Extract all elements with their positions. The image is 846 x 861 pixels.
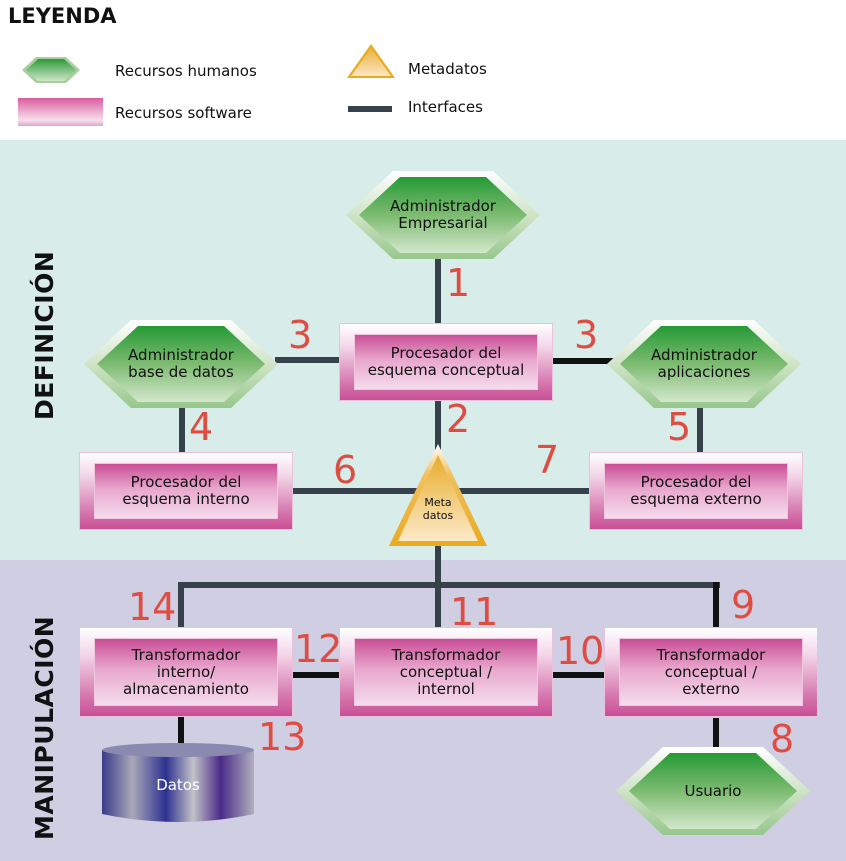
node-transformador-conceptual-externo[interactable]: Transformador conceptual / externo [605, 628, 817, 716]
interface-number-8: 8 [770, 717, 795, 761]
node-transformador-interno-almacenamiento[interactable]: Transformador interno/ almacenamiento [80, 628, 292, 716]
node-datos[interactable]: Datos [100, 742, 256, 826]
interface-line-3-left [275, 357, 345, 363]
database-icon [102, 743, 254, 822]
interface-number-5: 5 [667, 405, 692, 449]
node-label: Procesador del esquema interno [94, 463, 278, 519]
interface-line-9 [713, 582, 719, 632]
interface-line-5 [697, 408, 703, 454]
node-label: Transformador conceptual / internol [354, 638, 538, 706]
node-transformador-conceptual-interno[interactable]: Transformador conceptual / internol [340, 628, 552, 716]
interface-line-4 [179, 408, 185, 454]
interface-number-3-right: 3 [574, 313, 599, 357]
node-administrador-base-de-datos[interactable]: Administrador base de datos [83, 319, 279, 409]
interface-line-12 [290, 672, 345, 678]
node-label: Usuario [684, 781, 742, 800]
node-label: Administrador Empresarial [390, 197, 496, 232]
node-metadatos[interactable]: Meta datos [388, 443, 488, 547]
node-label: Administrador base de datos [128, 346, 234, 381]
hexagon-icon [616, 747, 810, 835]
node-label: Meta datos [422, 496, 454, 522]
interface-line-1 [435, 255, 441, 325]
interface-number-11: 11 [450, 590, 499, 634]
line-icon [348, 106, 392, 112]
interface-line-2 [435, 400, 441, 450]
triangle-icon [346, 43, 396, 79]
interface-line-13 [178, 715, 184, 755]
interface-number-12: 12 [294, 627, 343, 671]
interface-number-14: 14 [128, 585, 177, 629]
node-procesador-esquema-externo[interactable]: Procesador del esquema externo [590, 453, 802, 529]
interface-number-7: 7 [535, 438, 560, 482]
node-label: Procesador del esquema externo [604, 463, 788, 519]
interface-number-3-left: 3 [288, 313, 313, 357]
interface-line-10 [550, 672, 608, 678]
interface-number-1: 1 [446, 261, 471, 305]
interface-line-14 [178, 582, 184, 632]
legend-label-interfaces: Interfaces [408, 98, 483, 116]
node-administrador-aplicaciones[interactable]: Administrador aplicaciones [606, 319, 802, 409]
node-label: Procesador del esquema conceptual [354, 334, 538, 390]
interface-number-9: 9 [731, 583, 756, 627]
legend-label-recursos-software: Recursos software [115, 104, 252, 122]
node-procesador-esquema-interno[interactable]: Procesador del esquema interno [80, 453, 292, 529]
node-label: Datos [156, 776, 200, 794]
rectangle-icon [18, 98, 103, 126]
hexagon-icon [607, 320, 801, 408]
hexagon-icon [346, 171, 540, 259]
node-administrador-empresarial[interactable]: Administrador Empresarial [345, 170, 541, 260]
interface-number-13: 13 [258, 715, 307, 759]
interface-number-6: 6 [333, 448, 358, 492]
legend-label-recursos-humanos: Recursos humanos [115, 62, 257, 80]
node-usuario[interactable]: Usuario [615, 746, 811, 836]
interface-line-8 [713, 718, 719, 750]
triangle-icon [389, 444, 487, 546]
section-label-definition: DEFINICIÓN [30, 250, 59, 420]
node-label: Administrador aplicaciones [651, 346, 757, 381]
hexagon-icon [20, 56, 82, 84]
hexagon-icon [84, 320, 278, 408]
node-label: Transformador interno/ almacenamiento [94, 638, 278, 706]
interface-bus [178, 582, 720, 588]
node-procesador-esquema-conceptual[interactable]: Procesador del esquema conceptual [340, 324, 552, 400]
node-label: Transformador conceptual / externo [619, 638, 803, 706]
legend-label-metadatos: Metadatos [408, 60, 487, 78]
section-label-manipulation: MANIPULACIÓN [30, 615, 59, 840]
interface-line-3-right [552, 358, 614, 364]
interface-number-4: 4 [189, 405, 214, 449]
interface-line-7 [440, 488, 592, 494]
legend-title: LEYENDA [8, 4, 117, 28]
interface-number-2: 2 [446, 397, 471, 441]
interface-line-6 [290, 488, 430, 494]
interface-number-10: 10 [556, 629, 605, 673]
